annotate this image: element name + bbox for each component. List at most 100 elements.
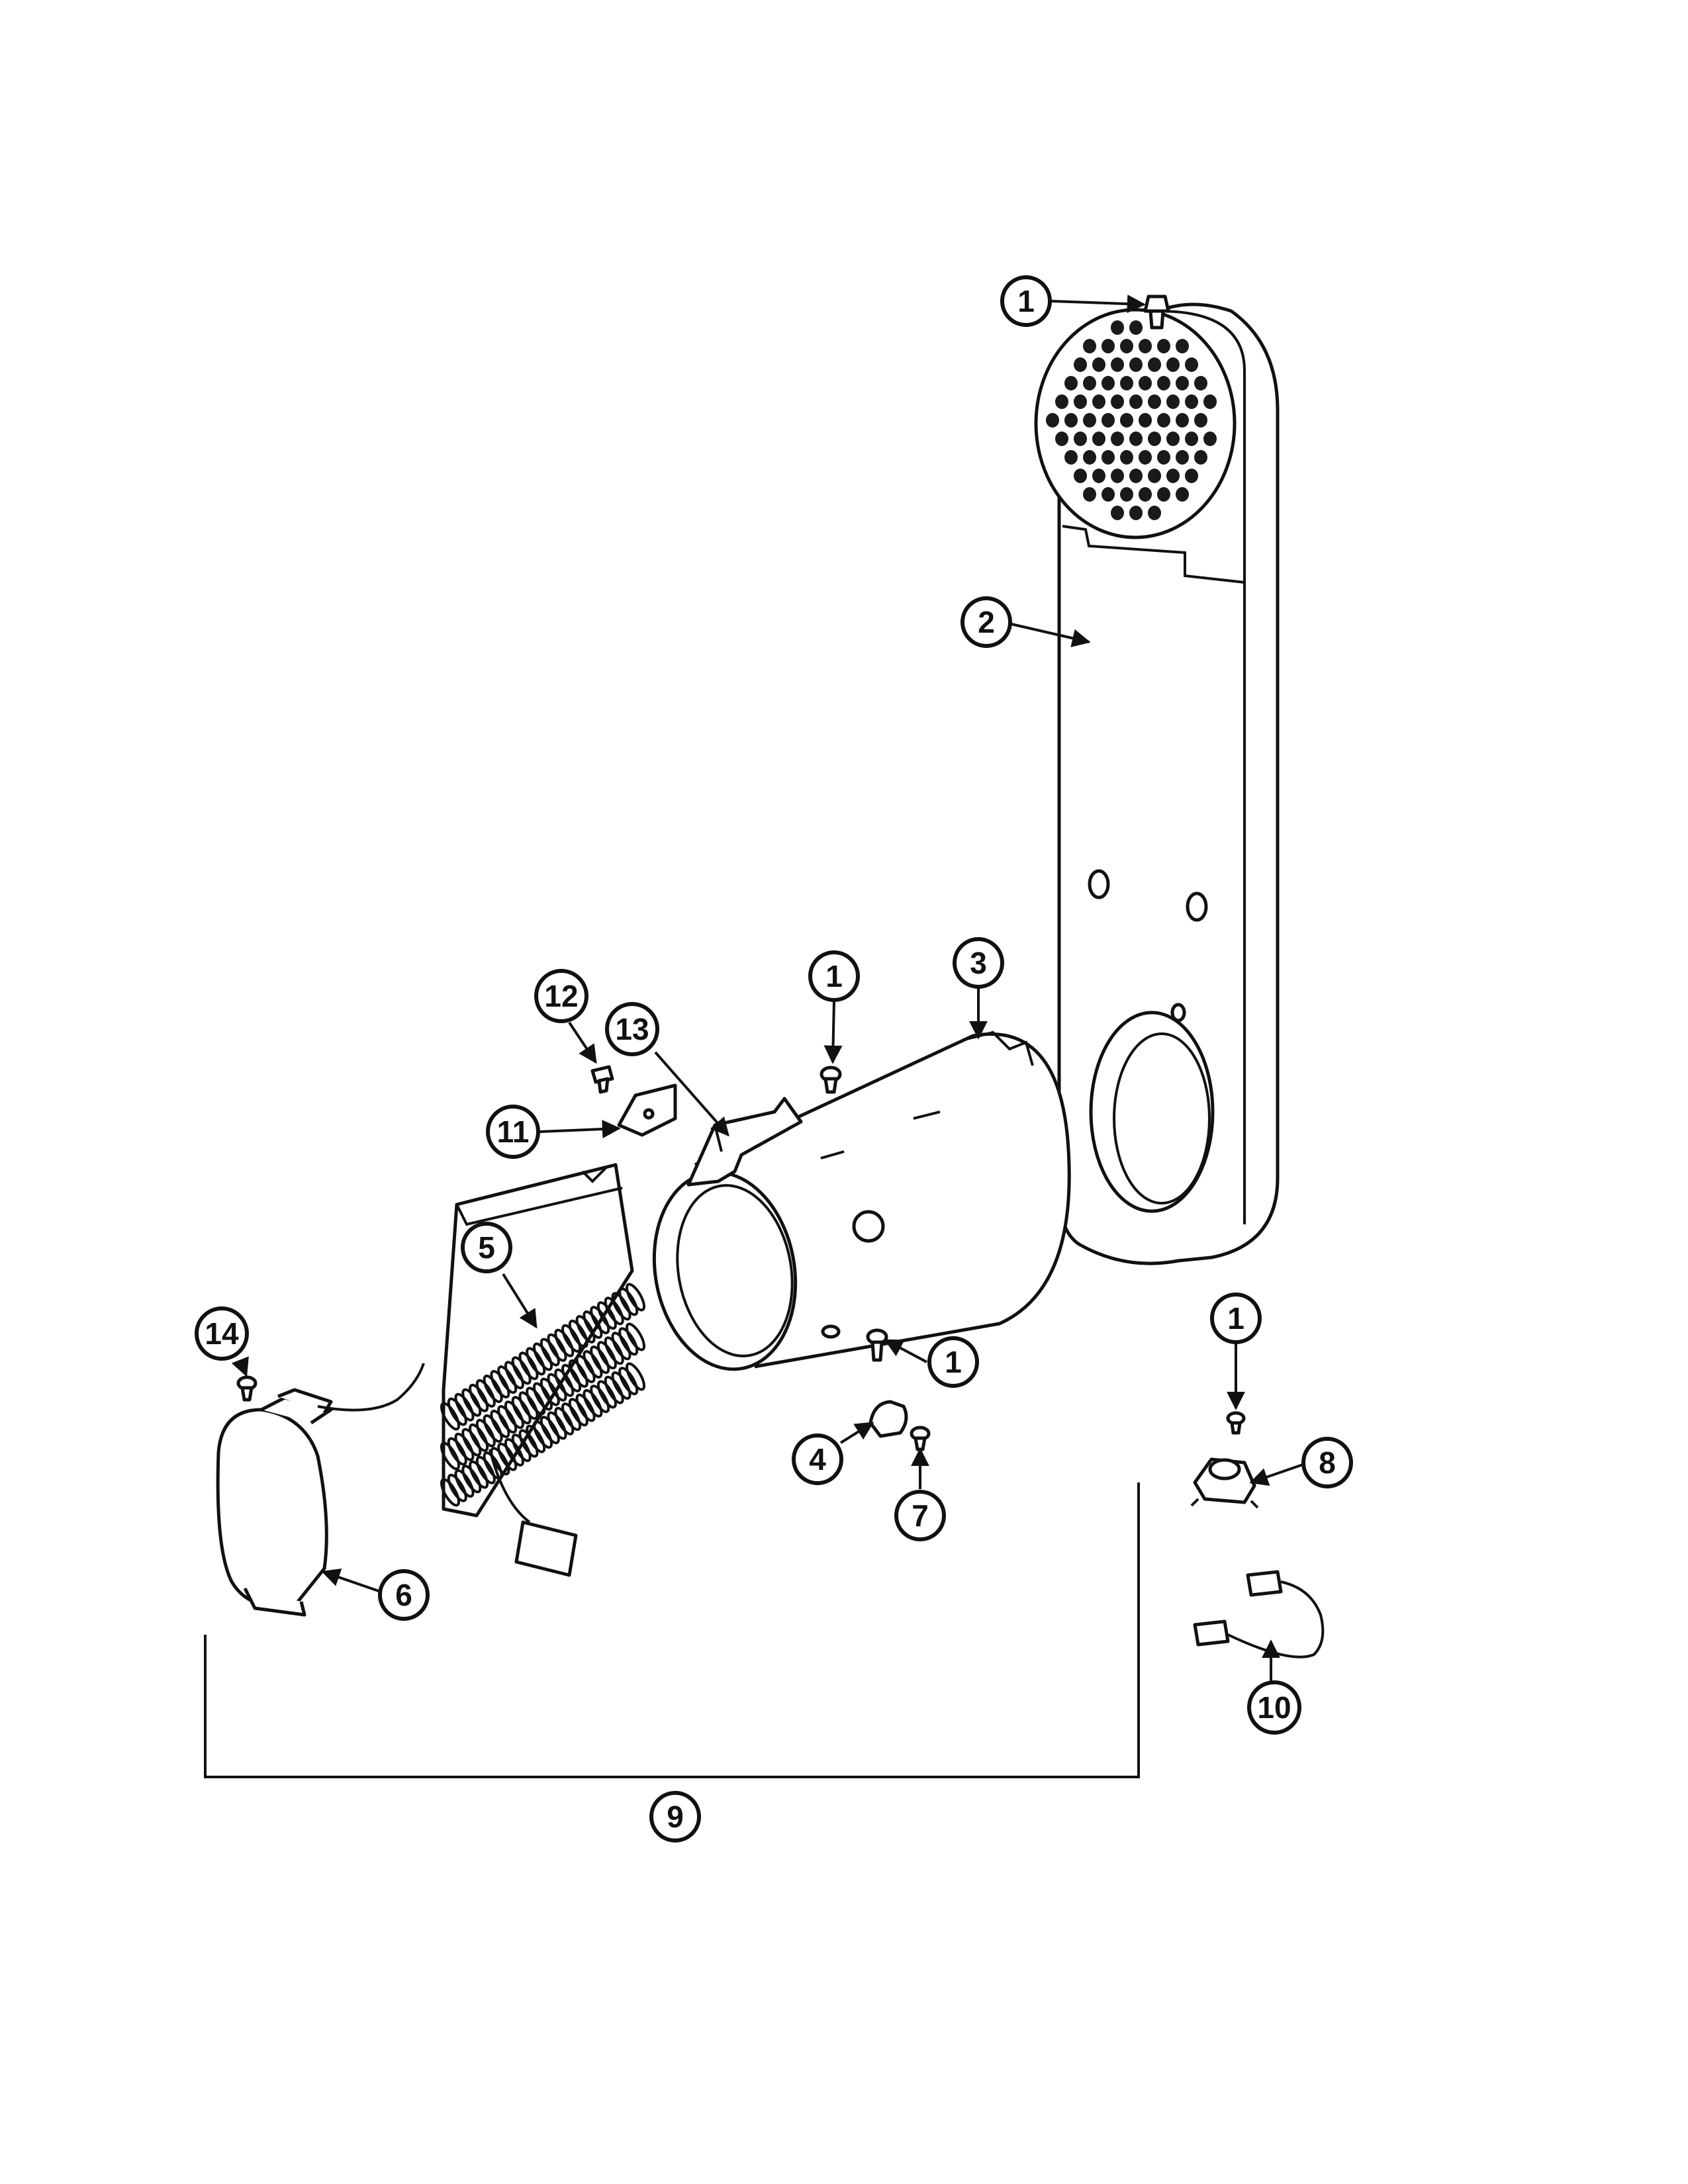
grille-hole: [1111, 469, 1124, 483]
grille-hole: [1139, 376, 1152, 390]
coil-loop: [547, 1373, 567, 1402]
grille-hole: [1129, 469, 1143, 483]
coil-loop: [611, 1292, 632, 1321]
grille-hole: [1203, 432, 1217, 446]
thermostat-plate: [617, 1083, 677, 1137]
svg-text:13: 13: [615, 1012, 649, 1046]
coil-loop: [469, 1383, 489, 1412]
high-limit-thermostat: [1190, 1457, 1259, 1509]
grille-hole: [1064, 413, 1078, 428]
screw-14: [236, 1375, 258, 1402]
svg-text:1: 1: [1227, 1301, 1244, 1336]
grille-hole: [1083, 339, 1096, 353]
grille-hole: [1129, 506, 1143, 520]
grille-hole: [1148, 394, 1161, 409]
grille-hole: [1157, 450, 1170, 465]
grille-hole: [1092, 432, 1105, 446]
svg-text:9: 9: [667, 1799, 684, 1834]
callout-12: 12: [534, 969, 588, 1023]
coil-loop: [504, 1400, 524, 1430]
coil-loop: [469, 1460, 489, 1489]
grille-hole: [1111, 432, 1124, 446]
coil-loop: [547, 1411, 567, 1440]
coil-loop: [539, 1416, 560, 1445]
grille-hole: [1194, 376, 1207, 390]
coil-loop: [561, 1402, 582, 1432]
callout-2: 2: [961, 596, 1012, 648]
grille-hole: [1166, 432, 1180, 446]
grille-hole: [1102, 376, 1115, 390]
grille-hole: [1111, 320, 1124, 335]
coil-loop: [440, 1478, 460, 1507]
coil-loop: [475, 1418, 496, 1447]
coil-loop: [483, 1375, 503, 1403]
grille-hole: [1120, 450, 1133, 465]
grille-hole: [1176, 376, 1189, 390]
coil-loop: [583, 1350, 603, 1379]
callout-1-housing-top: 1: [808, 950, 860, 1002]
grille-hole: [1157, 339, 1170, 353]
coil-loop: [497, 1405, 518, 1434]
grille-hole: [1120, 487, 1133, 502]
coil-loop: [590, 1345, 610, 1375]
top-panel-screw: [1143, 295, 1170, 330]
coil-loop: [490, 1410, 510, 1438]
grille-hole: [1111, 394, 1124, 409]
coil-loop: [583, 1388, 603, 1418]
grille-hole: [1111, 357, 1124, 372]
grille-hole: [1157, 376, 1170, 390]
coil-loop: [526, 1387, 546, 1416]
grille-hole: [1074, 432, 1087, 446]
coil-loop: [561, 1324, 582, 1353]
thermostat-screw: [1226, 1411, 1246, 1435]
coil-loop: [490, 1370, 510, 1398]
grille-hole: [1064, 450, 1078, 465]
coil-loop: [461, 1388, 482, 1417]
coil-loop: [454, 1432, 475, 1461]
callout-1-housing-bottom: 1: [927, 1336, 979, 1388]
coil-loop: [518, 1351, 539, 1381]
grille-hole: [1074, 357, 1087, 372]
coil-loop: [611, 1332, 632, 1361]
grille-hole: [1176, 487, 1189, 502]
callout-5: 5: [461, 1222, 512, 1273]
coil-loop: [626, 1322, 645, 1351]
svg-text:4: 4: [809, 1442, 826, 1477]
coil-loop: [554, 1328, 575, 1357]
grille-hole: [1083, 376, 1096, 390]
coil-loop: [618, 1367, 639, 1396]
grille-hole: [1148, 469, 1161, 483]
grille-hole: [1055, 432, 1068, 446]
grille-hole: [1092, 357, 1105, 372]
svg-text:8: 8: [1319, 1445, 1336, 1480]
grille-hole: [1129, 357, 1143, 372]
svg-text:1: 1: [1017, 284, 1035, 318]
callout-1-thermostat: 1: [1210, 1293, 1262, 1344]
callout-11: 11: [486, 1105, 540, 1159]
svg-text:5: 5: [478, 1230, 495, 1265]
coil-loop: [618, 1287, 639, 1316]
callout-1-top: 1: [1000, 275, 1052, 327]
coil-loop: [440, 1441, 460, 1471]
coil-loop: [447, 1397, 467, 1426]
coil-loop: [454, 1469, 475, 1498]
grille-hole: [1139, 450, 1152, 465]
grille-hole: [1176, 339, 1189, 353]
grille-hole: [1185, 357, 1198, 372]
grille-hole: [1102, 339, 1115, 353]
callout-4: 4: [792, 1433, 843, 1485]
grille-hole: [1120, 413, 1133, 428]
coil-loop: [575, 1393, 596, 1422]
svg-text:6: 6: [395, 1578, 412, 1612]
grille-hole: [1166, 469, 1180, 483]
coil-loop: [483, 1414, 503, 1443]
coil-loop: [626, 1362, 645, 1391]
coil-loop: [526, 1347, 546, 1376]
coil-loop: [526, 1424, 546, 1453]
grille-hole: [1166, 394, 1180, 409]
svg-text:11: 11: [497, 1115, 530, 1149]
coil-loop: [461, 1465, 482, 1494]
leader-lines: [231, 295, 1303, 1681]
coil-loop: [447, 1437, 467, 1466]
